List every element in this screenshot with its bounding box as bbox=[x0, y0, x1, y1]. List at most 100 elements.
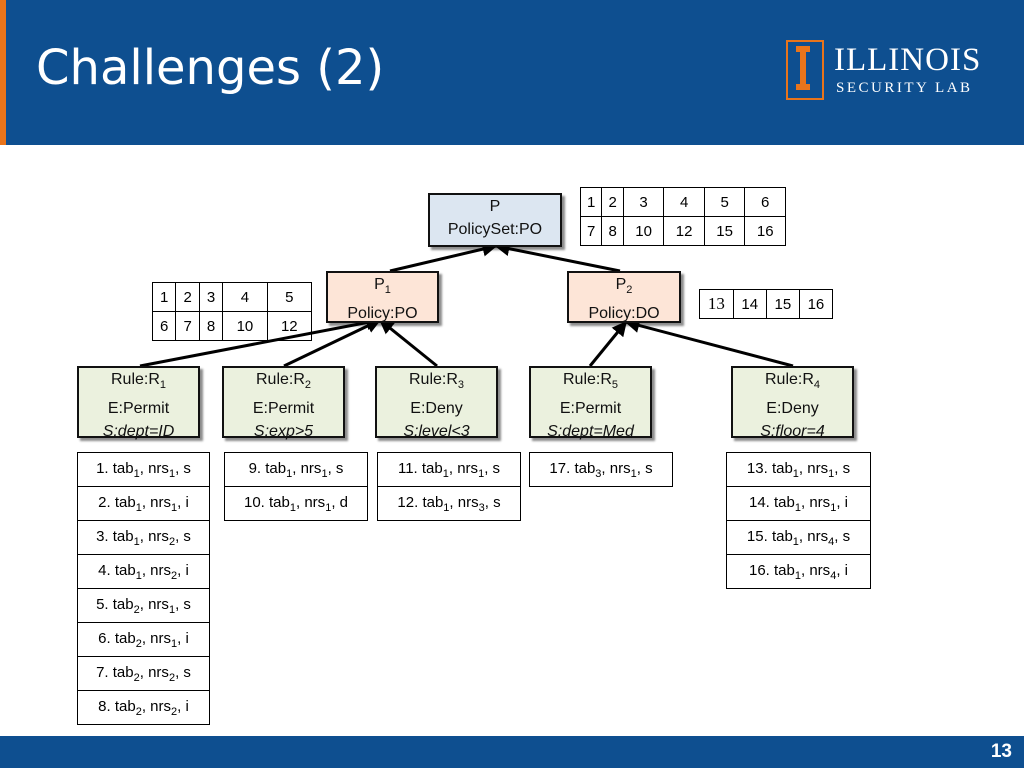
request-nrs-index: 1 bbox=[630, 467, 637, 480]
edge-p2-to-p bbox=[494, 241, 621, 273]
request-number: 1. bbox=[96, 459, 109, 477]
request-nrs-label: nrs bbox=[150, 561, 172, 579]
edge-r1-to-p1 bbox=[139, 315, 382, 368]
node-r5-condition: S:dept=Med bbox=[547, 423, 634, 441]
request-nrs-label: nrs bbox=[807, 527, 829, 545]
request-tab-index: 1 bbox=[135, 569, 142, 582]
node-policyset-p: P PolicySet:PO bbox=[428, 193, 562, 247]
request-tab-index: 2 bbox=[133, 603, 140, 616]
request-row: 12. tab1, nrs3, s bbox=[377, 486, 521, 521]
request-number: 13. bbox=[746, 459, 768, 477]
request-action: s bbox=[645, 459, 653, 477]
request-tab-label: tab bbox=[421, 459, 443, 477]
request-action: i bbox=[185, 561, 189, 579]
request-cell: 5. tab2, nrs1, s bbox=[77, 588, 210, 623]
request-tab-index: 1 bbox=[135, 501, 142, 514]
request-number: 8. bbox=[98, 697, 111, 715]
page-number: 13 bbox=[990, 741, 1012, 762]
grid-cell: 12 bbox=[663, 216, 705, 246]
node-r2-effect: E:Permit bbox=[252, 400, 315, 418]
request-nrs-label: nrs bbox=[457, 493, 479, 511]
request-action: s bbox=[842, 527, 851, 545]
grid-cell: 8 bbox=[601, 216, 624, 246]
request-tab-label: tab bbox=[269, 493, 290, 511]
request-nrs-index: 1 bbox=[830, 501, 837, 514]
edge-p1-to-p bbox=[389, 241, 498, 273]
grid-cell: 14 bbox=[732, 289, 767, 319]
slide-header: Challenges (2) ILLINOIS SECURITY LAB bbox=[0, 0, 1024, 145]
node-r3-condition: S:level<3 bbox=[403, 423, 470, 441]
request-row: 3. tab1, nrs2, s bbox=[77, 520, 210, 555]
request-cell: 14. tab1, nrs1, i bbox=[726, 486, 871, 521]
request-row: 6. tab2, nrs1, i bbox=[77, 622, 210, 657]
request-nrs-label: nrs bbox=[148, 663, 169, 681]
request-nrs-label: nrs bbox=[457, 459, 479, 477]
request-nrs-index: 1 bbox=[171, 501, 178, 514]
node-r5-effect: E:Permit bbox=[559, 400, 622, 418]
node-p1-type: Policy:PO bbox=[347, 305, 418, 323]
grid-cell: 4 bbox=[222, 282, 268, 312]
request-nrs-index: 1 bbox=[325, 501, 332, 514]
request-nrs-index: 2 bbox=[171, 705, 178, 718]
request-number: 7. bbox=[96, 663, 109, 681]
node-p2-sub: 2 bbox=[626, 284, 633, 297]
grid-cell: 15 bbox=[765, 289, 800, 319]
logo-text-illinois: ILLINOIS bbox=[834, 42, 982, 78]
request-action: i bbox=[844, 493, 848, 511]
request-action: i bbox=[185, 629, 189, 647]
request-action: s bbox=[335, 459, 344, 477]
request-action: d bbox=[339, 493, 348, 511]
grid-cell: 7 bbox=[175, 311, 200, 341]
request-number: 11. bbox=[397, 459, 418, 477]
grid-cell: 1 bbox=[579, 187, 603, 217]
request-number: 4. bbox=[98, 561, 111, 579]
request-nrs-label: nrs bbox=[809, 561, 831, 579]
request-tab-index: 1 bbox=[443, 501, 450, 514]
node-r2-name: Rule:R bbox=[255, 371, 305, 388]
request-cell: 1. tab1, nrs1, s bbox=[77, 452, 210, 487]
request-cell: 11. tab1, nrs1, s bbox=[377, 452, 521, 487]
request-nrs-index: 1 bbox=[478, 467, 485, 480]
request-tab-index: 1 bbox=[794, 569, 801, 582]
request-nrs-label: nrs bbox=[150, 493, 172, 511]
grid-cell: 8 bbox=[198, 311, 224, 341]
request-number: 3. bbox=[96, 527, 109, 545]
node-rule-r1: Rule:R1 E:Permit S:dept=ID bbox=[77, 366, 200, 440]
request-cell: 10. tab1, nrs1, d bbox=[224, 486, 368, 521]
node-r5-name: Rule:R bbox=[562, 371, 612, 388]
request-tab-index: 3 bbox=[595, 467, 602, 480]
request-tab-index: 2 bbox=[135, 637, 142, 650]
request-nrs-label: nrs bbox=[304, 493, 326, 511]
request-row: 16. tab1, nrs4, i bbox=[726, 554, 871, 589]
request-action: s bbox=[183, 527, 191, 545]
request-cell: 16. tab1, nrs4, i bbox=[726, 554, 871, 589]
grid-cell: 1 bbox=[151, 282, 177, 312]
request-cell: 2. tab1, nrs1, i bbox=[77, 486, 210, 521]
node-r3-effect: E:Deny bbox=[410, 400, 463, 418]
node-r4-condition: S:floor=4 bbox=[760, 423, 825, 441]
request-number: 6. bbox=[98, 629, 111, 647]
request-tab-label: tab bbox=[422, 493, 444, 511]
request-number: 10. bbox=[243, 493, 265, 511]
request-nrs-label: nrs bbox=[148, 595, 169, 613]
node-r4-name: Rule:R bbox=[764, 371, 814, 388]
node-r3-sub: 3 bbox=[457, 379, 465, 392]
request-nrs-label: nrs bbox=[148, 527, 169, 545]
request-row: 1. tab1, nrs1, s bbox=[77, 452, 210, 487]
grid-cell: 13 bbox=[699, 289, 734, 319]
request-tab-index: 2 bbox=[135, 705, 142, 718]
request-row: 10. tab1, nrs1, d bbox=[224, 486, 368, 521]
request-nrs-index: 1 bbox=[828, 467, 835, 480]
request-nrs-label: nrs bbox=[609, 459, 631, 477]
node-rule-r2: Rule:R2 E:Permit S:exp>5 bbox=[222, 366, 345, 440]
grid-cell: 4 bbox=[663, 187, 705, 217]
request-action: s bbox=[492, 459, 501, 477]
request-nrs-index: 2 bbox=[168, 671, 176, 684]
request-row: 17. tab3, nrs1, s bbox=[529, 452, 673, 487]
request-tab-label: tab bbox=[774, 493, 795, 511]
request-tab-label: tab bbox=[771, 527, 793, 545]
request-row: 15. tab1, nrs4, s bbox=[726, 520, 871, 555]
grid-cell: 7 bbox=[579, 216, 603, 246]
request-tab-label: tab bbox=[114, 493, 136, 511]
